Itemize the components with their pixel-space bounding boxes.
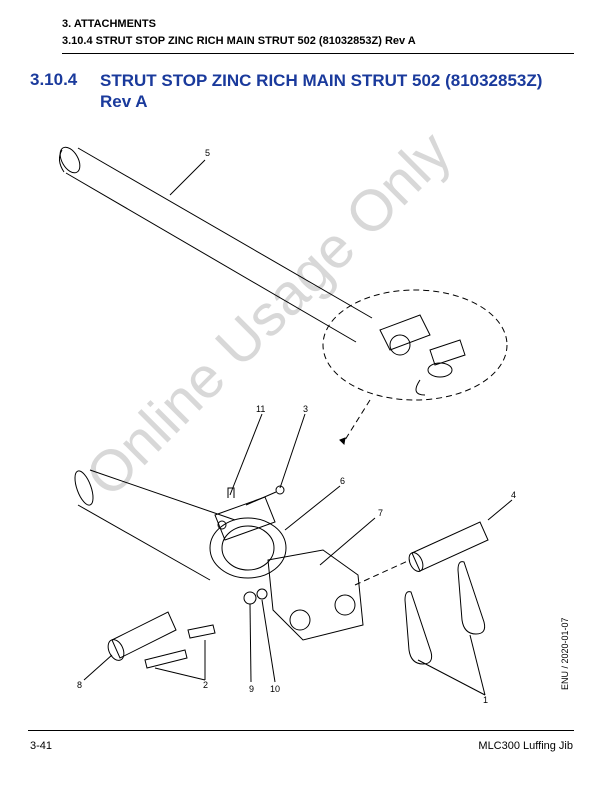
pin-8: [111, 611, 177, 659]
pin-4-end: [408, 552, 424, 572]
callout-1: 1: [483, 695, 488, 705]
lower-strut-top: [89, 469, 236, 521]
pin-4-axis: [354, 559, 411, 586]
hair-pin-1b: [457, 561, 486, 635]
detail-bracket: [379, 314, 431, 351]
leader-9: [249, 603, 252, 683]
clip-2b: [187, 624, 216, 639]
bolt-11: [227, 487, 235, 498]
detail-clip: [415, 379, 426, 396]
pin-9: [243, 591, 257, 605]
bracket-hole: [217, 520, 227, 530]
footer-divider: [28, 730, 574, 731]
leader-1b: [469, 634, 486, 696]
leader-7: [319, 517, 376, 566]
pin-4: [411, 521, 489, 572]
leader-10: [261, 599, 276, 683]
lower-strut-end: [74, 470, 94, 506]
watermark-text: Online Usage Only: [73, 119, 463, 509]
flange-hole-right: [334, 594, 356, 616]
detail-arrow-head: [339, 437, 346, 446]
flange-plate-7: [267, 549, 364, 641]
section-number: 3.10.4: [30, 70, 78, 89]
leader-6: [284, 485, 341, 531]
pin-8-end: [107, 639, 125, 661]
detail-ring: [389, 334, 411, 356]
hair-pin-1a: [404, 591, 433, 665]
callout-5: 5: [205, 148, 210, 158]
leader-5: [169, 159, 206, 196]
pin-3: [245, 491, 277, 506]
strut-tube-top-edge: [77, 147, 373, 319]
callout-4: 4: [511, 490, 516, 500]
leader-1a: [417, 659, 486, 696]
detail-circle: [322, 289, 508, 401]
leader-4: [487, 499, 513, 521]
callout-7: 7: [378, 508, 383, 518]
page-number: 3-41: [30, 740, 53, 752]
ring-housing-inner: [221, 525, 275, 571]
strut-tube-cap: [58, 149, 65, 173]
ring-housing: [209, 517, 287, 579]
document-name: MLC300 Luffing Jib: [478, 740, 573, 752]
header-divider: [62, 53, 574, 54]
lower-strut-bottom: [77, 504, 211, 581]
strut-tube-end: [59, 146, 81, 174]
pin-3-ring: [275, 485, 285, 495]
header-chapter: 3. ATTACHMENTS: [62, 18, 156, 30]
callout-8: 8: [77, 680, 82, 690]
callout-11: 11: [256, 404, 265, 414]
leader-2a: [154, 667, 206, 681]
detail-pin: [427, 362, 453, 378]
callout-9: 9: [249, 684, 254, 694]
pin-10: [256, 588, 268, 600]
detail-arrow-line: [344, 399, 371, 441]
leader-11: [229, 413, 263, 496]
header-subsection: 3.10.4 STRUT STOP ZINC RICH MAIN STRUT 5…: [62, 35, 416, 47]
top-bracket: [214, 496, 276, 541]
callout-3: 3: [303, 404, 308, 414]
leader-8: [83, 654, 113, 681]
callout-6: 6: [340, 476, 345, 486]
document-revision-date: ENU / 2020-01-07: [560, 617, 570, 690]
section-title: STRUT STOP ZINC RICH MAIN STRUT 502 (810…: [100, 71, 543, 111]
callout-2: 2: [203, 680, 208, 690]
strut-tube-bottom-edge: [65, 172, 357, 343]
flange-hole-left: [289, 609, 311, 631]
callout-10: 10: [270, 684, 280, 694]
clip-2a: [144, 649, 188, 669]
detail-plate: [429, 339, 466, 366]
leader-3: [279, 413, 306, 489]
